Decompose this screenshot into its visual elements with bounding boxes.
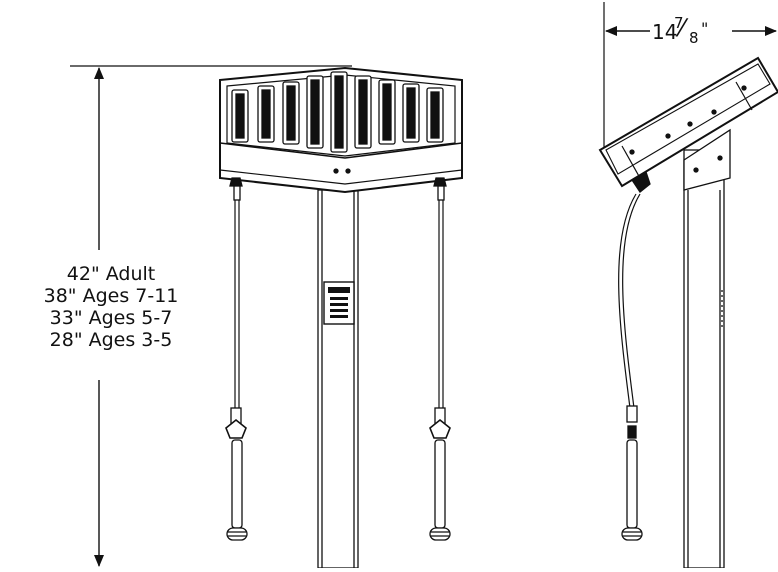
width-label-whole: 14 bbox=[652, 20, 678, 44]
height-label-adult: 42" Adult bbox=[66, 263, 156, 285]
front-right-rope bbox=[429, 177, 451, 541]
front-grips bbox=[231, 71, 444, 153]
width-label-fraction-slash: ⁄ bbox=[680, 14, 685, 42]
width-label-denominator: 8 bbox=[689, 29, 699, 47]
side-view bbox=[598, 56, 778, 569]
front-view bbox=[219, 66, 463, 569]
front-left-rope bbox=[225, 177, 248, 541]
height-label-ages-5-7: 33" Ages 5-7 bbox=[49, 307, 173, 329]
height-labels: 42" Adult 38" Ages 7-11 33" Ages 5-7 28"… bbox=[6, 263, 216, 351]
width-dimension bbox=[603, 2, 777, 148]
side-rope bbox=[618, 171, 651, 541]
width-label-numerator: 7 bbox=[674, 14, 684, 32]
width-label: 14 7 ⁄ 8 " bbox=[652, 8, 728, 48]
front-post bbox=[317, 189, 359, 569]
height-dimension bbox=[70, 65, 352, 567]
height-label-ages-3-5: 28" Ages 3-5 bbox=[49, 329, 173, 351]
side-tilted-frame bbox=[598, 56, 778, 188]
height-label-ages-7-11: 38" Ages 7-11 bbox=[43, 285, 179, 307]
side-bracket bbox=[683, 128, 731, 191]
width-label-unit: " bbox=[701, 19, 709, 38]
front-sign-plate bbox=[323, 281, 355, 325]
side-post bbox=[683, 149, 725, 569]
